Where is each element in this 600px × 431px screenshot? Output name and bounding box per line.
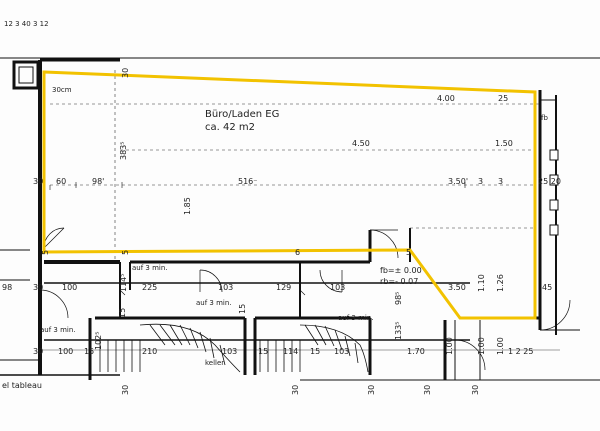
dim-225: 225 bbox=[142, 283, 157, 292]
label-auf-3min-c: auf 3 min. bbox=[338, 314, 374, 322]
dim-516: 516⁻ bbox=[238, 177, 258, 186]
dim-98a: 98' bbox=[92, 177, 104, 186]
dim-30c: 30 bbox=[33, 283, 43, 292]
room-outline bbox=[42, 70, 537, 320]
stairs-right bbox=[259, 324, 369, 373]
dim-3-50a: 3.50' bbox=[448, 177, 468, 186]
dim-30h: 30 bbox=[471, 385, 480, 395]
label-30cm: 30cm bbox=[52, 86, 72, 94]
dim-30f: 30 bbox=[291, 385, 300, 395]
dim-100a: 100 bbox=[62, 283, 77, 292]
dim-98b: 98 bbox=[2, 283, 12, 292]
dim-129: 129 bbox=[276, 283, 291, 292]
room-area: ca. 42 m2 bbox=[205, 122, 255, 133]
dim-1-00b: 1.00 bbox=[496, 337, 505, 355]
dim-98c: 98⁵ bbox=[394, 292, 403, 305]
dim-15d: 15 bbox=[258, 347, 268, 356]
dim-1-00a: 1.00 bbox=[477, 337, 486, 355]
dim-3b: 3 bbox=[498, 177, 503, 186]
dim-30a: 30 bbox=[33, 177, 43, 186]
dim-60: 60 bbox=[56, 177, 66, 186]
dim-25: 25 bbox=[498, 94, 508, 103]
dim-fb: fb bbox=[541, 114, 548, 122]
dim-100b: 100 bbox=[58, 347, 73, 356]
dim-45: 45 bbox=[542, 283, 552, 292]
stairs-left bbox=[99, 323, 241, 373]
dim-30e: 30 bbox=[121, 385, 130, 395]
label-auf-3min-d: auf 3 min. bbox=[40, 326, 76, 334]
dim-1-25: 1 2 25 bbox=[508, 347, 533, 356]
dim-114b: 114 bbox=[283, 347, 298, 356]
dim-1-10: 1.10 bbox=[477, 274, 486, 292]
label-rb: rb=- 0.07 bbox=[380, 277, 418, 286]
dim-5b: 5 bbox=[406, 248, 411, 257]
dim-4-50: 4.50 bbox=[352, 139, 370, 148]
dim-114: 114⁵ bbox=[119, 274, 128, 292]
label-auf-3min-a: auf 3 min. bbox=[132, 264, 168, 272]
dim-1-50: 1.50 bbox=[495, 139, 513, 148]
label-el-tableau: el tableau bbox=[2, 381, 42, 390]
dim-15c: 15 bbox=[84, 347, 94, 356]
window-marks bbox=[549, 149, 559, 236]
dim-25-20: 25 20 bbox=[538, 177, 561, 186]
dim-1-26: 1.26 bbox=[496, 274, 505, 292]
label-fb: fb=± 0.00 bbox=[380, 266, 422, 275]
dim-30i: 30 bbox=[423, 385, 432, 395]
dim-30-top: 30 bbox=[121, 68, 130, 78]
dim-1-85: 1.85 bbox=[183, 197, 192, 215]
room-name: Büro/Laden EG bbox=[205, 109, 279, 120]
dim-30d: 30 bbox=[33, 347, 43, 356]
dimension-ticks bbox=[40, 182, 560, 351]
chimney-box bbox=[12, 60, 40, 90]
dim-15e: 15 bbox=[310, 347, 320, 356]
dim-103b: 103 bbox=[330, 283, 345, 292]
dim-103a: 103 bbox=[218, 283, 233, 292]
dim-1-00c: 1.00 bbox=[445, 337, 454, 355]
dim-103c: 103 bbox=[222, 347, 237, 356]
dim-4-00: 4.00 bbox=[437, 94, 455, 103]
dim-5a: 5 bbox=[121, 250, 130, 255]
dim-15a: 15 bbox=[118, 308, 127, 318]
label-keller: keller bbox=[205, 359, 224, 367]
dim-210: 210 bbox=[142, 347, 157, 356]
dim-15b: 15 bbox=[238, 304, 247, 314]
label-auf-3min-b: auf 3 min. bbox=[196, 299, 232, 307]
dim-5c: 5 bbox=[41, 250, 50, 255]
dim-1-70: 1.70 bbox=[407, 347, 425, 356]
dim-102: 102⁵ bbox=[94, 332, 103, 350]
label-top-left-dims: 12 3 40 3 12 bbox=[4, 20, 49, 28]
dim-383: 383⁵ bbox=[119, 142, 128, 160]
dim-103d: 103 bbox=[334, 347, 349, 356]
dim-30g: 30 bbox=[367, 385, 376, 395]
dim-3-50b: 3.50 bbox=[448, 283, 466, 292]
walls bbox=[0, 57, 600, 381]
dim-3a: 3 bbox=[478, 177, 483, 186]
dashed-lines bbox=[50, 70, 540, 262]
dim-6: 6 bbox=[295, 248, 300, 257]
dim-133: 133⁵ bbox=[394, 322, 403, 340]
